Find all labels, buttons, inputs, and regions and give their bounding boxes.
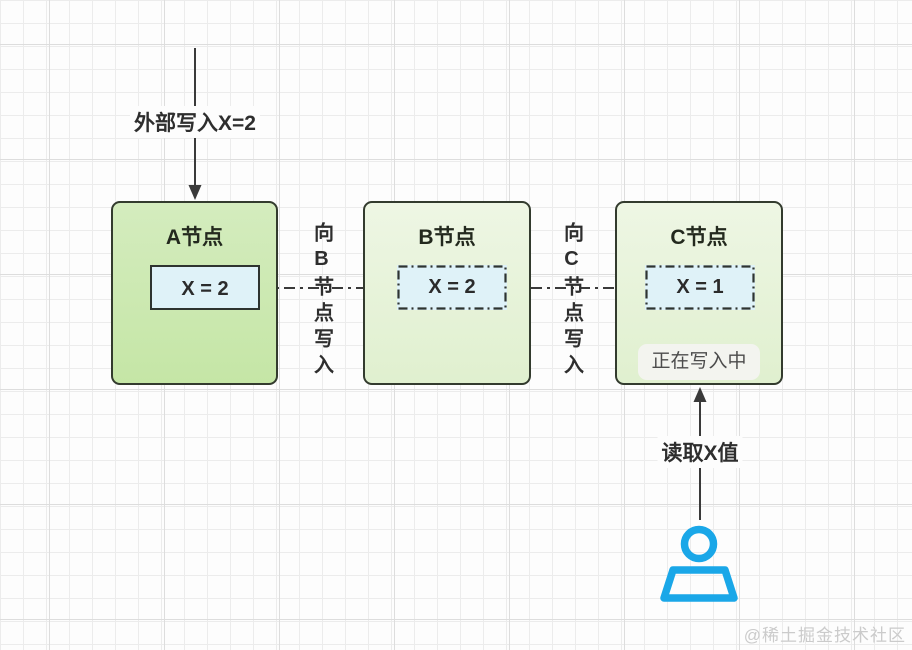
external-write-label: 外部写入X=2	[130, 106, 260, 138]
node-a-value: X = 2	[181, 278, 229, 300]
dashdot-border	[645, 265, 755, 310]
node-a-title: A节点	[165, 226, 224, 249]
dashdot-border	[397, 265, 507, 310]
watermark: @稀土掘金技术社区	[743, 626, 906, 645]
node-a-value-box: X = 2	[150, 265, 260, 310]
read-label: 读取X值	[657, 436, 743, 468]
person-icon	[660, 525, 738, 602]
node-c-value: X = 1	[676, 276, 724, 298]
node-c-title: C节点	[670, 226, 728, 249]
node-b-value-box: X = 2	[397, 265, 507, 310]
edge-label-to-c: 向C节点写入	[560, 222, 583, 380]
edge-label-to-b: 向B节点写入	[310, 222, 333, 380]
node-b-value: X = 2	[428, 276, 476, 298]
node-b-title: B节点	[418, 226, 476, 249]
node-c-value-box: X = 1	[645, 265, 755, 310]
writing-status-badge: 正在写入中	[638, 344, 760, 380]
